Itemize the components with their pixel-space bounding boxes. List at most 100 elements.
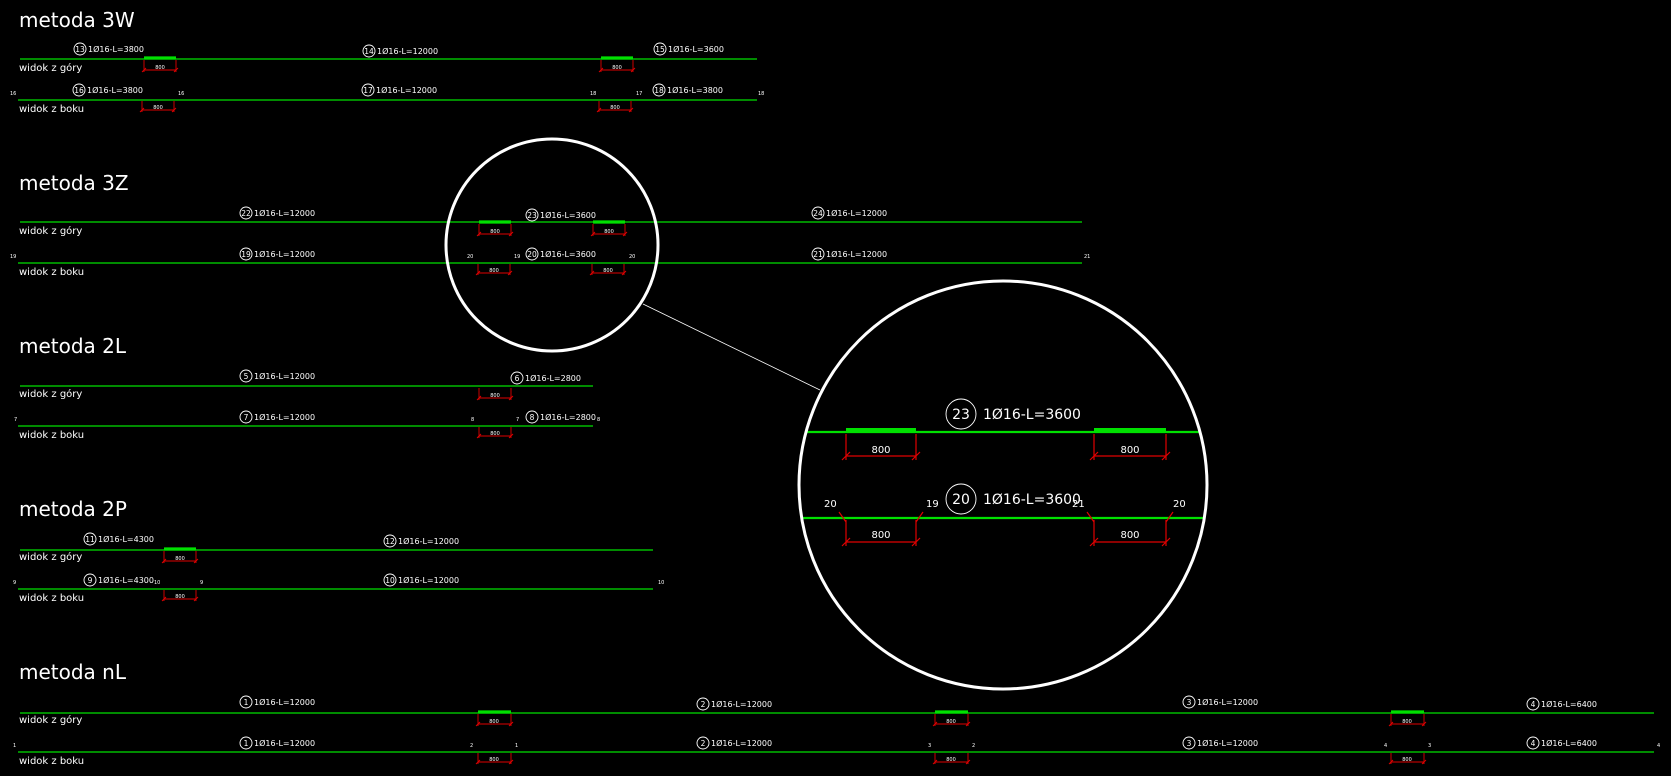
position-number: 8 <box>530 413 535 422</box>
dimension-value: 800 <box>490 393 500 399</box>
rebar-label: 24 1Ø16-L=12000 <box>811 206 887 220</box>
position-circle <box>239 410 253 424</box>
dimension-value: 800 <box>175 594 185 600</box>
rebar-spec: 1Ø16-L=12000 <box>254 249 315 259</box>
dimension-800: 800 <box>589 264 627 276</box>
bar-end-number: 4 <box>1384 743 1387 749</box>
rebar-label: 3 1Ø16-L=12000 <box>1182 695 1258 709</box>
position-number: 3 <box>1187 698 1192 707</box>
bar-end-number: 20 <box>467 254 473 260</box>
rebar-label: 1 1Ø16-L=12000 <box>239 736 315 750</box>
rebar-spec: 1Ø16-L=12000 <box>826 208 887 218</box>
position-number: 7 <box>244 413 249 422</box>
position-circle <box>239 206 253 220</box>
detail-label-top: 23 1Ø16-L=3600 <box>945 398 1081 430</box>
rebar-spec: 1Ø16-L=2800 <box>540 412 596 422</box>
position-circle <box>83 532 97 546</box>
dimension-value: 800 <box>1402 719 1412 725</box>
position-number: 15 <box>655 45 665 54</box>
position-circle <box>811 247 825 261</box>
rebar-label: 22 1Ø16-L=12000 <box>239 206 315 220</box>
position-number: 6 <box>515 374 520 383</box>
dimension-800: 800 <box>1388 714 1427 727</box>
rebar-spec: 1Ø16-L=12000 <box>254 371 315 381</box>
bar-end-number: 19 <box>10 254 16 260</box>
position-number: 19 <box>241 250 251 259</box>
rebar-label: 18 1Ø16-L=3800 <box>652 83 723 97</box>
position-number: 18 <box>654 86 664 95</box>
rebar-label: 12 1Ø16-L=12000 <box>383 534 459 548</box>
dimension-value: 800 <box>490 229 500 235</box>
position-number: 10 <box>385 576 395 585</box>
position-circle <box>72 83 86 97</box>
bar-end-number: 2 <box>470 743 473 749</box>
section-title: metoda 2L <box>19 334 127 358</box>
rebar-label: 14 1Ø16-L=12000 <box>362 44 438 58</box>
rebar-spec: 1Ø16-L=2800 <box>525 373 581 383</box>
bar-end-number: 9 <box>200 580 203 586</box>
position-circle <box>945 398 977 430</box>
rebar-spec: 1Ø16-L=12000 <box>711 699 772 709</box>
section-3w: metoda 3W widok z góry widok z boku 13 1… <box>10 8 764 115</box>
bar-end-number: 20 <box>1173 499 1186 510</box>
dimension-800: 800 <box>161 590 199 602</box>
position-number: 4 <box>1531 700 1536 709</box>
rebar-spec: 1Ø16-L=12000 <box>398 575 459 585</box>
position-circle <box>1182 736 1196 750</box>
rebar-label: 19 1Ø16-L=12000 <box>239 247 315 261</box>
rebar-label: 21 1Ø16-L=12000 <box>811 247 887 261</box>
dimension-800: 800 <box>476 388 514 401</box>
side-view-label: widok z boku <box>19 430 84 441</box>
detail-dimension-800: 800 <box>841 434 921 461</box>
position-number: 23 <box>952 407 970 423</box>
top-view-label: widok z góry <box>19 551 82 563</box>
section-3z: metoda 3Z widok z góry widok z boku 22 1… <box>10 137 1090 391</box>
bar-end-number: 2 <box>972 743 975 749</box>
section-title: metoda 2P <box>19 497 127 521</box>
section-title: metoda nL <box>19 660 127 684</box>
position-number: 1 <box>244 739 249 748</box>
bar-end-number: 1 <box>515 743 518 749</box>
rebar-spec: 1Ø16-L=6400 <box>1541 699 1597 709</box>
dimension-800: 800 <box>139 101 177 113</box>
dimension-value: 800 <box>175 556 185 562</box>
position-circle <box>83 573 97 587</box>
section-2l: metoda 2L widok z góry widok z boku 5 1Ø… <box>14 334 600 441</box>
top-view-label: widok z góry <box>19 714 82 726</box>
dimension-value: 800 <box>946 757 956 763</box>
detail-dimension-800: 800 <box>838 511 924 547</box>
dimension-value: 800 <box>155 65 165 71</box>
bar-end-number: 20 <box>629 254 635 260</box>
position-circle <box>362 44 376 58</box>
position-number: 20 <box>527 250 537 259</box>
bar-end-number: 20 <box>824 499 837 510</box>
rebar-spec: 1Ø16-L=6400 <box>1541 738 1597 748</box>
rebar-spec: 1Ø16-L=12000 <box>376 85 437 95</box>
position-circle <box>696 736 710 750</box>
side-view-label: widok z boku <box>19 104 84 115</box>
dimension-800: 800 <box>161 551 199 564</box>
position-number: 2 <box>701 700 706 709</box>
dimension-800: 800 <box>476 427 514 439</box>
dimension-800: 800 <box>598 60 636 73</box>
dimension-800: 800 <box>932 753 971 765</box>
rebar-spec: 1Ø16-L=3600 <box>540 249 596 259</box>
position-circle <box>652 83 666 97</box>
bar-end-number: 8 <box>597 417 600 423</box>
bar-end-number: 1 <box>13 743 16 749</box>
bar-end-number: 16 <box>10 91 16 97</box>
dimension-value: 800 <box>946 719 956 725</box>
dimension-value: 800 <box>489 719 499 725</box>
bar-end-number: 16 <box>178 91 184 97</box>
detail-magnifier: 23 1Ø16-L=3600 20 1Ø16-L=3600 20 19 21 2… <box>797 279 1209 691</box>
position-number: 23 <box>527 211 537 220</box>
position-number: 9 <box>88 576 93 585</box>
rebar-label: 3 1Ø16-L=12000 <box>1182 736 1258 750</box>
bar-end-number: 21 <box>1084 254 1090 260</box>
bar-end-number: 3 <box>1428 743 1431 749</box>
rebar-label: 8 1Ø16-L=2800 <box>525 410 596 424</box>
rebar-label: 17 1Ø16-L=12000 <box>361 83 437 97</box>
detail-dimension-800: 800 <box>1089 434 1171 461</box>
section-nl: metoda nL widok z góry widok z boku 1 1Ø… <box>13 660 1660 767</box>
rebar-spec: 1Ø16-L=3600 <box>668 44 724 54</box>
